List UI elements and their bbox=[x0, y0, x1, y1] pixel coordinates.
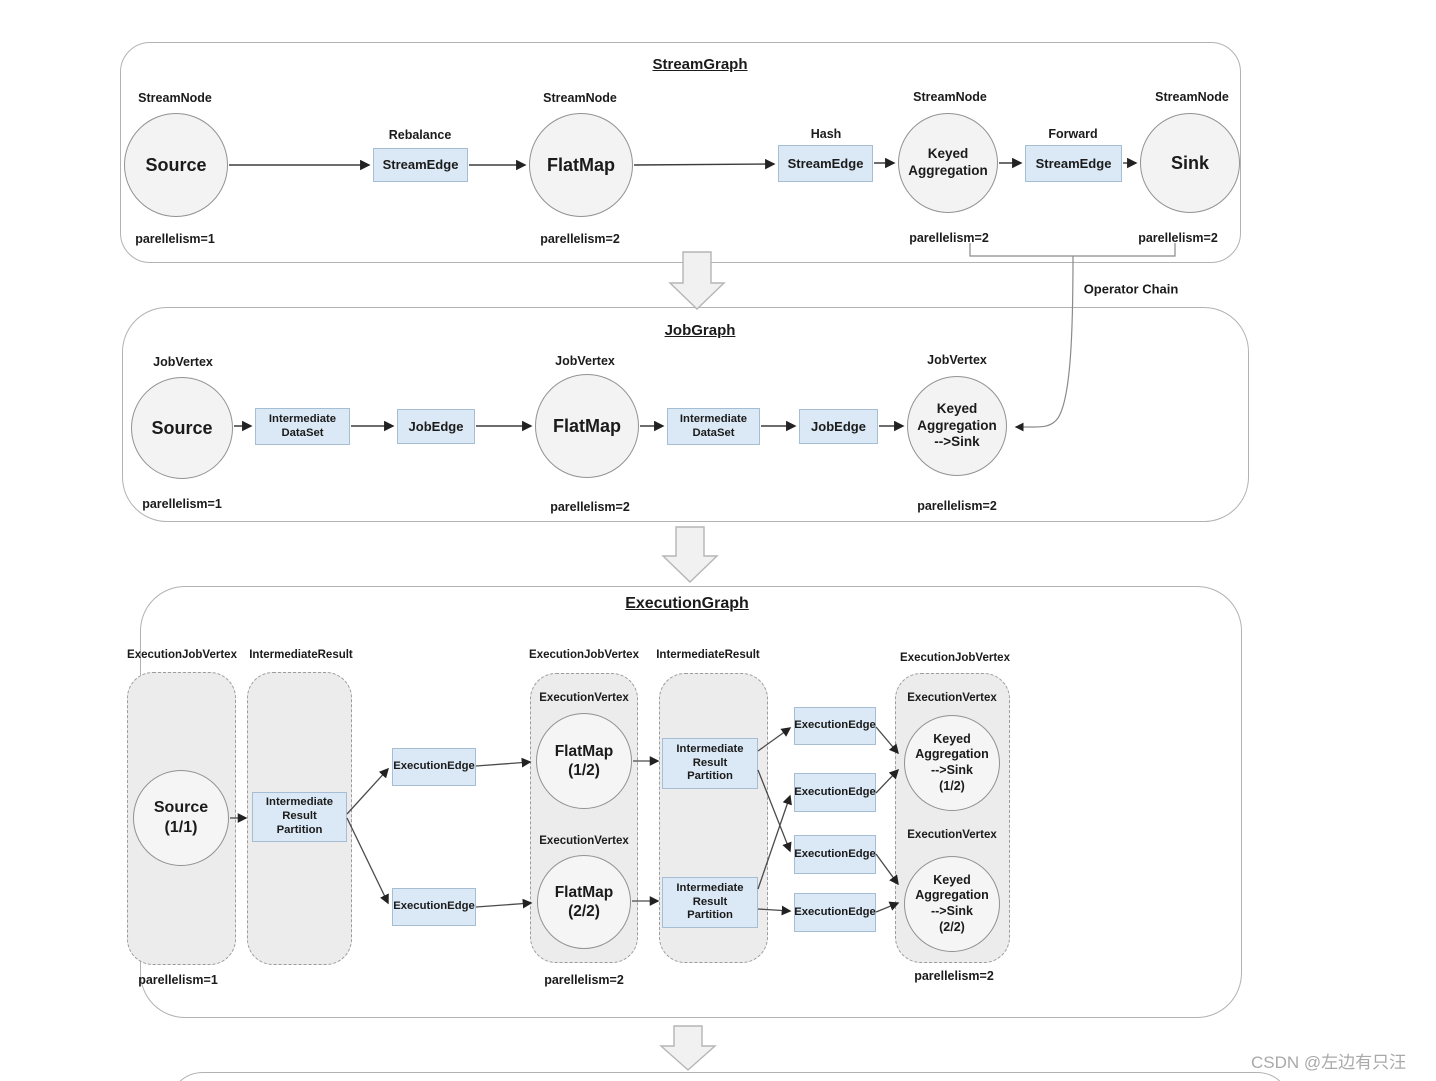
jobgraph-title: JobGraph bbox=[664, 322, 736, 339]
watermark: CSDN @左边有只汪 bbox=[1251, 1053, 1407, 1072]
execution-jobvertex-label: ExecutionJobVertex bbox=[900, 652, 1010, 664]
stream-node-type-label: StreamNode bbox=[913, 90, 987, 104]
intermediate-result-label: IntermediateResult bbox=[656, 649, 760, 661]
stream-flatmap-circle: FlatMap bbox=[529, 113, 633, 217]
stream-edge-partition-label: Hash bbox=[810, 127, 842, 141]
execution-vertex-label: ExecutionVertex bbox=[539, 692, 629, 704]
execution-edge-box: ExecutionEdge bbox=[392, 888, 476, 926]
execution-edge-box: ExecutionEdge bbox=[794, 707, 876, 745]
execution-flatmap-1-circle: FlatMap (1/2) bbox=[536, 713, 632, 809]
stream-edge-partition-label: Rebalance bbox=[388, 128, 452, 142]
execution-jobvertex-label: ExecutionJobVertex bbox=[127, 649, 237, 661]
bottom-section-partial bbox=[168, 1072, 1292, 1081]
stream-edge-box: StreamEdge bbox=[1025, 145, 1122, 182]
stream-edge-partition-label: Forward bbox=[1048, 127, 1098, 141]
parallelism-label: parellelism=2 bbox=[540, 232, 620, 246]
stream-source-circle: Source bbox=[124, 113, 228, 217]
intermediate-dataset-box: Intermediate DataSet bbox=[255, 408, 350, 445]
intermediate-result-label: IntermediateResult bbox=[249, 649, 353, 661]
stream-edge-box: StreamEdge bbox=[778, 145, 873, 182]
execution-keyed-aggregation-2-circle: Keyed Aggregation -->Sink (2/2) bbox=[904, 856, 1000, 952]
parallelism-label: parellelism=1 bbox=[135, 232, 215, 246]
stream-sink-circle: Sink bbox=[1140, 113, 1240, 213]
job-source-circle: Source bbox=[131, 377, 233, 479]
stream-keyed-aggregation-circle: Keyed Aggregation bbox=[898, 113, 998, 213]
execution-flatmap-2-circle: FlatMap (2/2) bbox=[537, 855, 631, 949]
execution-source-circle: Source (1/1) bbox=[133, 770, 229, 866]
streamgraph-title: StreamGraph bbox=[652, 56, 748, 73]
execution-edge-box: ExecutionEdge bbox=[392, 748, 476, 786]
intermediate-result-partition-box: Intermediate Result Partition bbox=[662, 877, 758, 928]
operator-chain-label: Operator Chain bbox=[1083, 281, 1179, 297]
execution-vertex-label: ExecutionVertex bbox=[907, 692, 997, 704]
execution-keyed-aggregation-1-circle: Keyed Aggregation -->Sink (1/2) bbox=[904, 715, 1000, 811]
stream-node-type-label: StreamNode bbox=[1155, 90, 1229, 104]
intermediate-result-partition-box: Intermediate Result Partition bbox=[252, 792, 347, 842]
parallelism-label: parellelism=2 bbox=[550, 500, 630, 514]
parallelism-label: parellelism=1 bbox=[142, 497, 222, 511]
execution-edge-box: ExecutionEdge bbox=[794, 835, 876, 874]
jobedge-box: JobEdge bbox=[799, 409, 878, 444]
job-flatmap-circle: FlatMap bbox=[535, 374, 639, 478]
parallelism-label: parellelism=2 bbox=[917, 499, 997, 513]
parallelism-label: parellelism=1 bbox=[138, 973, 218, 987]
execution-edge-box: ExecutionEdge bbox=[794, 773, 876, 812]
execution-jobvertex-label: ExecutionJobVertex bbox=[529, 649, 639, 661]
execution-vertex-label: ExecutionVertex bbox=[907, 829, 997, 841]
stream-node-type-label: StreamNode bbox=[543, 91, 617, 105]
parallelism-label: parellelism=2 bbox=[909, 231, 989, 245]
intermediate-result-partition-box: Intermediate Result Partition bbox=[662, 738, 758, 789]
jobedge-box: JobEdge bbox=[397, 409, 475, 444]
job-keyed-aggregation-sink-circle: Keyed Aggregation -->Sink bbox=[907, 376, 1007, 476]
execution-vertex-label: ExecutionVertex bbox=[539, 835, 629, 847]
job-vertex-type-label: JobVertex bbox=[153, 355, 213, 369]
job-vertex-type-label: JobVertex bbox=[555, 354, 615, 368]
job-vertex-type-label: JobVertex bbox=[927, 353, 987, 367]
stream-edge-box: StreamEdge bbox=[373, 148, 468, 182]
executiongraph-title: ExecutionGraph bbox=[625, 595, 749, 612]
parallelism-label: parellelism=2 bbox=[914, 969, 994, 983]
execution-edge-box: ExecutionEdge bbox=[794, 893, 876, 932]
parallelism-label: parellelism=2 bbox=[544, 973, 624, 987]
stream-node-type-label: StreamNode bbox=[138, 91, 212, 105]
parallelism-label: parellelism=2 bbox=[1138, 231, 1218, 245]
intermediate-dataset-box: Intermediate DataSet bbox=[667, 408, 760, 445]
